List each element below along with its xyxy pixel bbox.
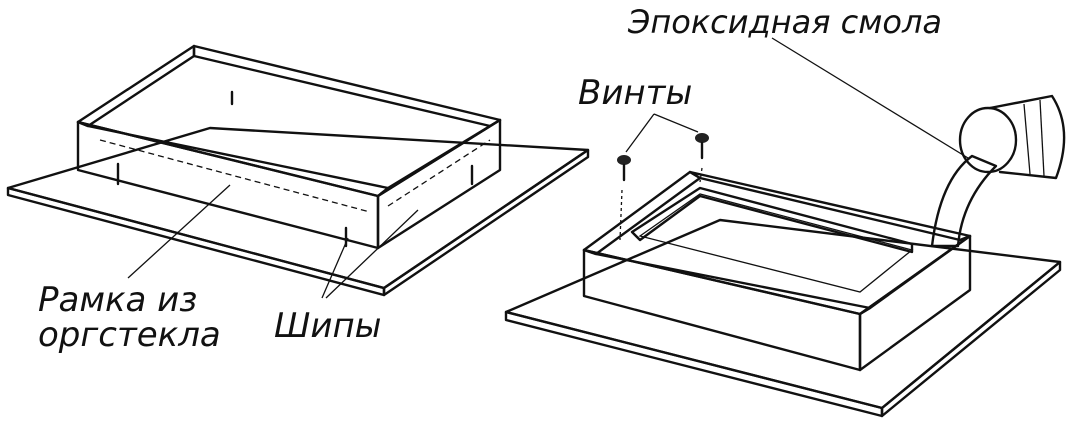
- left-base-plate: [6, 126, 590, 297]
- screw-leader-line-2: [653, 113, 699, 133]
- screw-leader-line-1: [625, 113, 655, 153]
- frame-leader-line: [127, 184, 231, 279]
- epoxy-label: Эпоксидная смола: [628, 3, 943, 41]
- right-mold-frame: [582, 170, 972, 372]
- spikes-label: Шипы: [274, 306, 382, 346]
- spike-leader-line-1: [321, 237, 349, 299]
- screw-left: [617, 155, 631, 241]
- screws-label: Винты: [578, 73, 693, 113]
- frame-label-line-1: Рамка из: [38, 280, 198, 320]
- spike-leader-line-2: [325, 209, 419, 299]
- right-base-plate: [504, 218, 1062, 418]
- left-plexiglass-frame: [76, 44, 502, 250]
- epoxy-cup: [958, 94, 1066, 180]
- epoxy-leader-line: [771, 37, 969, 159]
- frame-label-line-2: оргстекла: [38, 315, 221, 355]
- epoxy-stream: [930, 154, 998, 248]
- screw-right: [695, 133, 709, 183]
